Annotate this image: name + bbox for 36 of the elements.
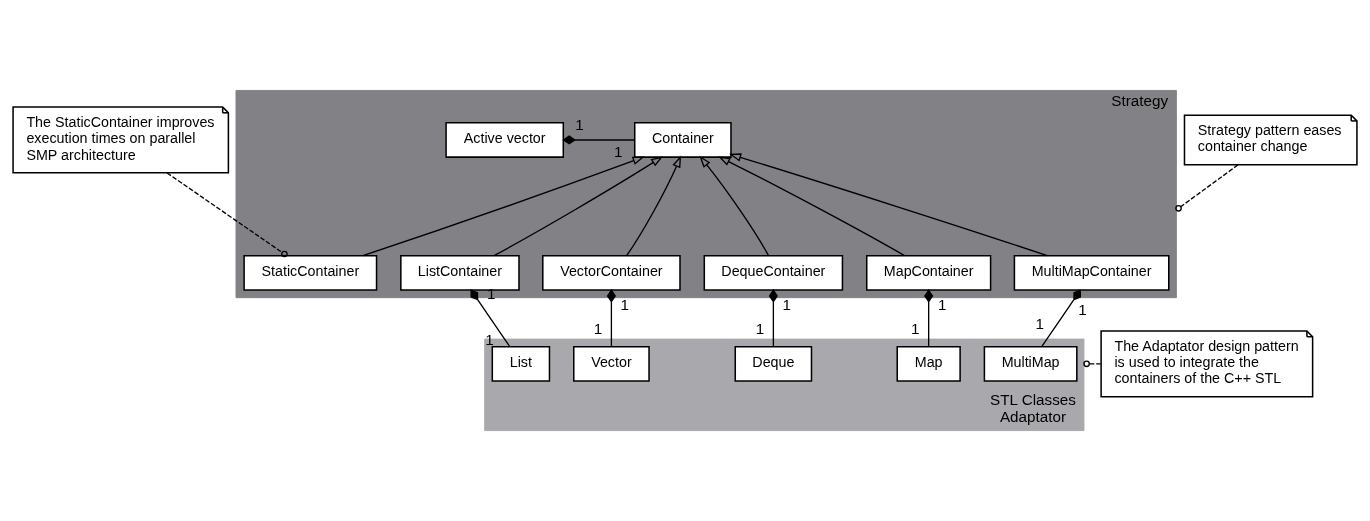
node-box: MultiMap [983,345,1078,382]
node-box: Active vector [445,122,565,158]
node-box: List [491,345,551,382]
node-box: DequeContainer [703,255,844,291]
node-box: Container [634,122,732,158]
node-box: StaticContainer [243,255,378,291]
arrow [362,156,645,257]
arrow [626,155,682,257]
connector [1083,360,1102,368]
connector [1041,289,1082,348]
label: 1 [1078,300,1087,318]
connector [166,172,288,258]
node-box: Vector [573,345,650,382]
node-box: ListContainer [400,255,520,291]
label: 1 [910,320,920,338]
label: 1 [575,116,584,134]
connector [768,289,778,348]
label: 1 [755,320,765,338]
label: 1 [614,143,623,161]
node-box: Deque [734,345,813,382]
node-box: MapContainer [866,255,992,291]
connector [470,289,511,348]
label: 1 [1035,315,1044,333]
node-box: MultiMapContainer [1013,255,1170,291]
label: 1 [485,330,494,348]
connector [1175,164,1239,212]
connector [562,135,636,145]
connector [606,289,616,348]
arrow [493,156,664,257]
arrow [729,153,1049,257]
node-box: VectorContainer [542,255,681,291]
connector [924,289,934,348]
arrow [699,155,770,257]
node-box: Map [896,345,961,382]
arrow [718,156,906,257]
label: 1 [593,320,603,338]
